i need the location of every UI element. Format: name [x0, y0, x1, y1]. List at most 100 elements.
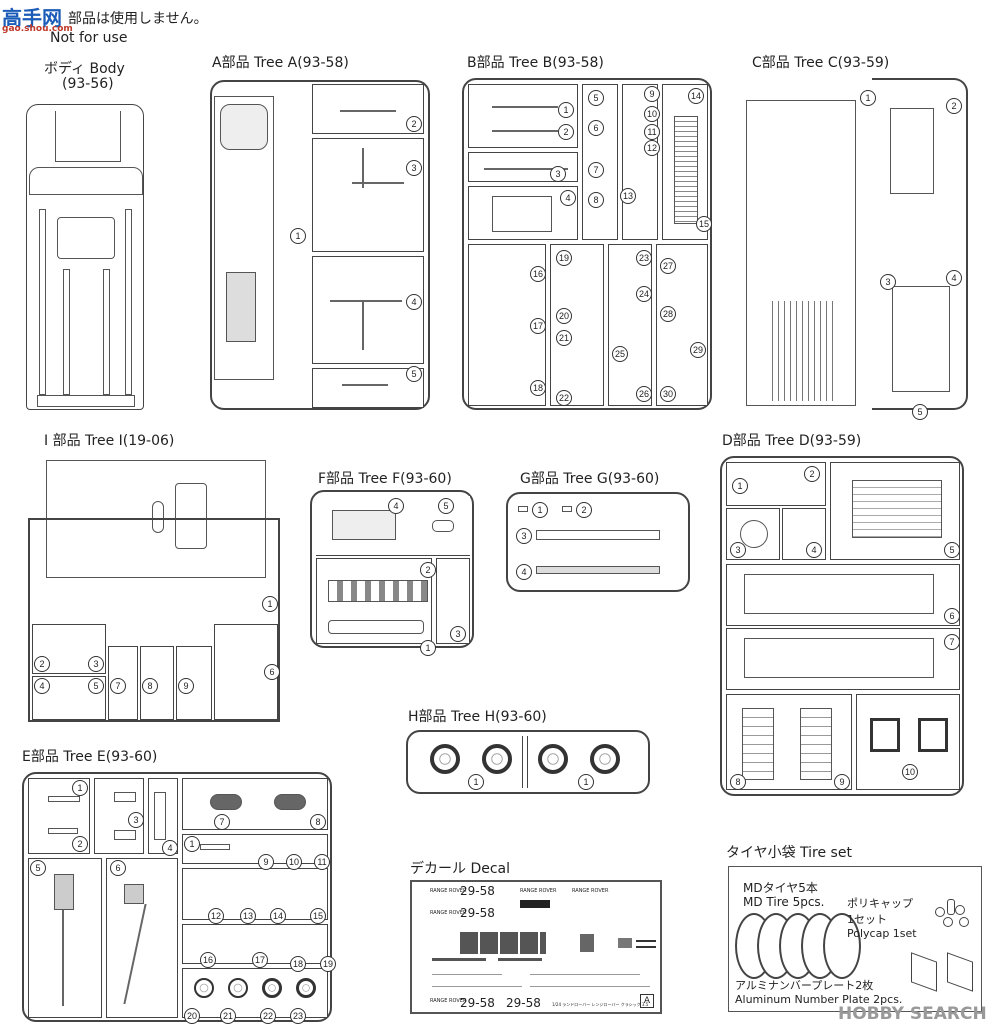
tire: [823, 913, 861, 979]
part-number: 3: [406, 160, 422, 176]
part-number: 4: [34, 678, 50, 694]
panel-part: [328, 620, 424, 634]
part-number: 3: [550, 166, 566, 182]
part-number: 26: [636, 386, 652, 402]
decal-brand: RANGE ROVER: [520, 888, 557, 894]
part-number: 9: [178, 678, 194, 694]
mirror-part: [918, 718, 948, 752]
part-number: 5: [30, 860, 46, 876]
part-number: 13: [240, 908, 256, 924]
part-number: 6: [944, 608, 960, 624]
part-number: 2: [406, 116, 422, 132]
decal-brand: RANGE ROVER: [572, 888, 609, 894]
plate-label-jp: アルミナンバープレート2枚: [735, 979, 874, 992]
part-number: 8: [142, 678, 158, 694]
part-number: 10: [286, 854, 302, 870]
decal-title: デカール Decal: [410, 861, 511, 877]
tree-b-frame: 1 2 3 4 5 6 7 8 9 10 11 12 13 14 15 16 1…: [462, 78, 712, 410]
part-number: 3: [88, 656, 104, 672]
tire-set-title: タイヤ小袋 Tire set: [726, 845, 852, 861]
tree-f-frame: 1 2 3 4 5: [310, 490, 474, 656]
tree-a-title: A部品 Tree A(93-58): [212, 55, 349, 71]
part-number: 23: [290, 1008, 306, 1024]
decal-black-label: [520, 900, 550, 908]
part-number: 16: [530, 266, 546, 282]
part-number: 4: [388, 498, 404, 514]
part-number: 1: [578, 774, 594, 790]
part-number: 18: [530, 380, 546, 396]
part-number: 4: [406, 294, 422, 310]
part-number: 28: [660, 306, 676, 322]
tire-label-en: MD Tire 5pcs.: [743, 895, 825, 909]
round-part: [432, 520, 454, 532]
part-number: 1: [290, 228, 306, 244]
part-number: 5: [406, 366, 422, 382]
watermark-logo: 高手网 gao.shou.com: [2, 2, 73, 34]
tire-set-box: MDタイヤ5本 MD Tire 5pcs. ポリキャップ 1セット Polyca…: [728, 866, 982, 1012]
number-plate-icon: [911, 952, 937, 992]
part-number: 2: [804, 466, 820, 482]
tire-label-jp: MDタイヤ5本: [743, 881, 818, 895]
part-number: 2: [946, 98, 962, 114]
part-number: 15: [696, 216, 712, 232]
decal-plate: 29-58: [460, 884, 495, 898]
part-number: 10: [902, 764, 918, 780]
tree-e-frame: 1 2 3 4 5 6 7 8 1 9 10 11 12 13 14 15 16…: [22, 772, 336, 1024]
part-number: 9: [258, 854, 274, 870]
part-number: 3: [516, 528, 532, 544]
part-number: 4: [946, 270, 962, 286]
part-number: 4: [516, 564, 532, 580]
decal-sheet: RANGE ROVER 29-58 RANGE ROVER RANGE ROVE…: [410, 880, 662, 1014]
part-number: 21: [220, 1008, 236, 1024]
part-number: 1: [732, 478, 748, 494]
part-number: 7: [214, 814, 230, 830]
part-number: 1: [184, 836, 200, 852]
engine-part: [332, 510, 396, 540]
floor-part: [492, 196, 552, 232]
floor-pan: [746, 100, 856, 406]
part-number: 12: [644, 140, 660, 156]
part-number: 10: [644, 106, 660, 122]
door-panel-right: [744, 638, 934, 678]
part-number: 7: [110, 678, 126, 694]
part-number: 4: [806, 542, 822, 558]
part-number: 5: [88, 678, 104, 694]
wheel: [538, 744, 568, 774]
part-number: 1: [420, 640, 436, 656]
tree-g-frame: 1 2 3 4: [506, 492, 690, 592]
hobby-search-watermark: HOBBY SEARCH: [838, 1004, 987, 1024]
plate-label-en: Aluminum Number Plate 2pcs.: [735, 993, 903, 1006]
decal-stripe-block: [460, 932, 546, 954]
notice-jp: 部品は使用しません。: [68, 11, 208, 27]
tree-c-title: C部品 Tree C(93-59): [752, 55, 890, 71]
part-number: 3: [880, 274, 896, 290]
part-number: 3: [450, 626, 466, 642]
part-number: 1: [468, 774, 484, 790]
wheel: [590, 744, 620, 774]
part-number: 15: [310, 908, 326, 924]
part-number: 6: [264, 664, 280, 680]
part-number: 22: [556, 390, 572, 406]
part-number: 8: [588, 192, 604, 208]
tree-a-cell-5: [312, 368, 424, 408]
part-number: 29: [690, 342, 706, 358]
part-number: 2: [558, 124, 574, 140]
part-number: 22: [260, 1008, 276, 1024]
decal-plate: 29-58: [506, 996, 541, 1010]
door-panel-left: [744, 574, 934, 614]
steering-wheel: [740, 520, 768, 548]
part-number: 2: [420, 562, 436, 578]
body-shell: [26, 104, 144, 410]
polycap-label-jp: ポリキャップ: [847, 897, 913, 910]
tree-a-cell-4: [312, 256, 424, 364]
tree-f-title: F部品 Tree F(93-60): [318, 471, 452, 487]
part-number: 19: [556, 250, 572, 266]
bar-part: [536, 566, 660, 574]
part-number: 19: [320, 956, 336, 972]
part-number: 5: [944, 542, 960, 558]
part-number: 7: [588, 162, 604, 178]
body-title: ボディ Body: [44, 61, 125, 77]
part-number: 8: [730, 774, 746, 790]
number-plate-icon: [947, 952, 973, 992]
part-number: 5: [912, 404, 928, 420]
